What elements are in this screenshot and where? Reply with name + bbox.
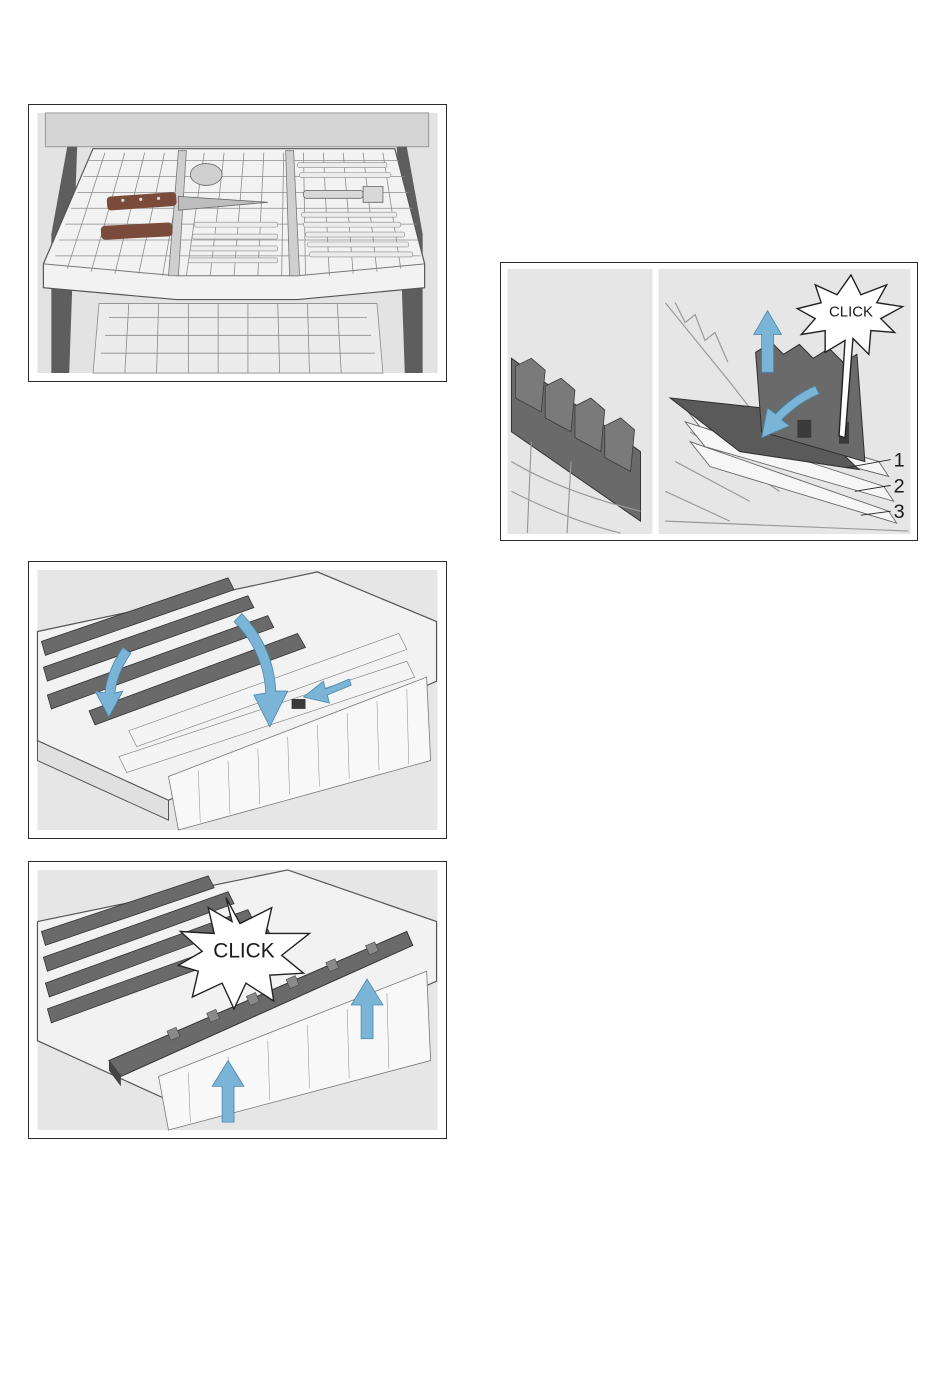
callout-3: 3: [894, 501, 905, 523]
callout-2: 2: [894, 475, 905, 497]
rack-tines-illustration: CLICK 1 2 3: [501, 263, 917, 540]
figure-rack-tines: CLICK 1 2 3: [500, 262, 918, 541]
figure-cutlery-drawer: [28, 104, 447, 382]
fold-down-rack-illustration: [29, 562, 446, 838]
click-label: CLICK: [213, 939, 274, 962]
cutlery-drawer-illustration: [29, 105, 446, 381]
click-label: CLICK: [829, 305, 873, 321]
callout-1: 1: [894, 450, 905, 472]
figure-raise-rack: CLICK: [28, 861, 447, 1139]
raise-rack-illustration: CLICK: [29, 862, 446, 1138]
figure-fold-down-rack: [28, 561, 447, 839]
